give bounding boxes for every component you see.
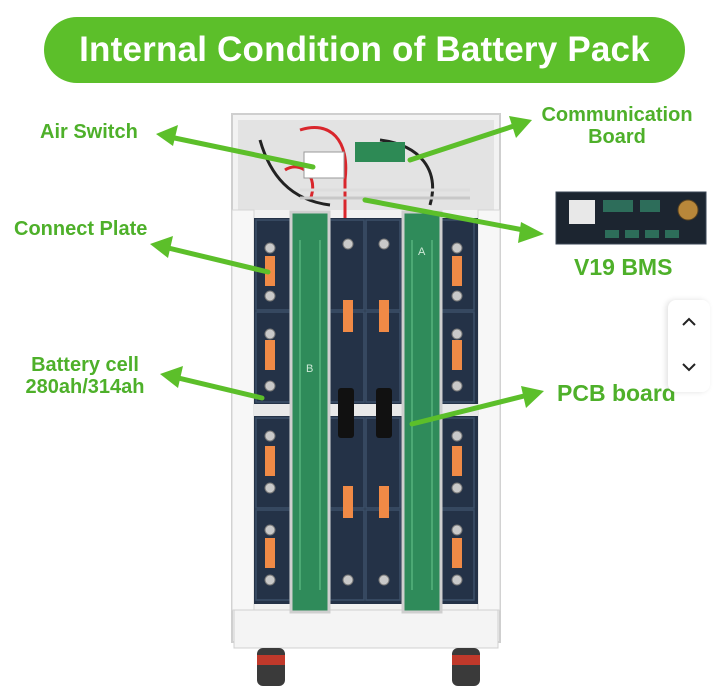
air-switch-block [303, 151, 345, 179]
communication-board-block [355, 142, 405, 162]
page-title: Internal Condition of Battery Pack [44, 17, 685, 83]
pcb-traces [299, 240, 433, 590]
bms-connector [603, 200, 633, 212]
bms-pins [605, 230, 679, 238]
label-v19-bms: V19 BMS [574, 254, 673, 280]
bms-coil [677, 199, 699, 221]
pointer-arrows [150, 116, 544, 427]
label-battery-cell-line1: Battery cell [31, 354, 139, 376]
cabinet-foot-right [452, 648, 480, 686]
bms-qr-block [569, 200, 595, 224]
pcb-board-left [289, 210, 331, 614]
bms-connector-2 [640, 200, 660, 212]
label-connect-plate: Connect Plate [14, 218, 148, 240]
pcb-letter-left: B [306, 363, 313, 375]
cabinet-side-right [477, 209, 501, 611]
pcb-board-right [401, 210, 443, 614]
cabinet-foot-right-accent [452, 655, 480, 665]
label-battery-cell-line2: 280ah/314ah [25, 376, 145, 398]
chevron-up-icon [682, 317, 696, 326]
scroll-up-button[interactable] [668, 300, 710, 344]
cabinet-foot-left [257, 648, 285, 686]
cabinet-top-compartment [238, 120, 494, 210]
chevron-down-icon [682, 363, 696, 372]
label-battery-cell: Battery cell 280ah/314ah [12, 354, 158, 398]
center-clamps [338, 388, 392, 438]
cabinet-base [233, 609, 499, 649]
pcb-letter-right: A [418, 246, 426, 258]
label-communication-board: Communication Board [536, 104, 698, 148]
terminal-bolts [264, 238, 463, 586]
label-communication-board-line2: Board [588, 126, 646, 148]
scroll-control-panel [668, 300, 710, 392]
label-pcb-board: PCB board [557, 380, 676, 406]
label-communication-board-line1: Communication [541, 104, 693, 126]
scroll-down-button[interactable] [668, 345, 710, 389]
label-air-switch: Air Switch [40, 121, 138, 143]
cabinet-foot-left-accent [257, 655, 285, 665]
top-wiring [258, 125, 470, 240]
